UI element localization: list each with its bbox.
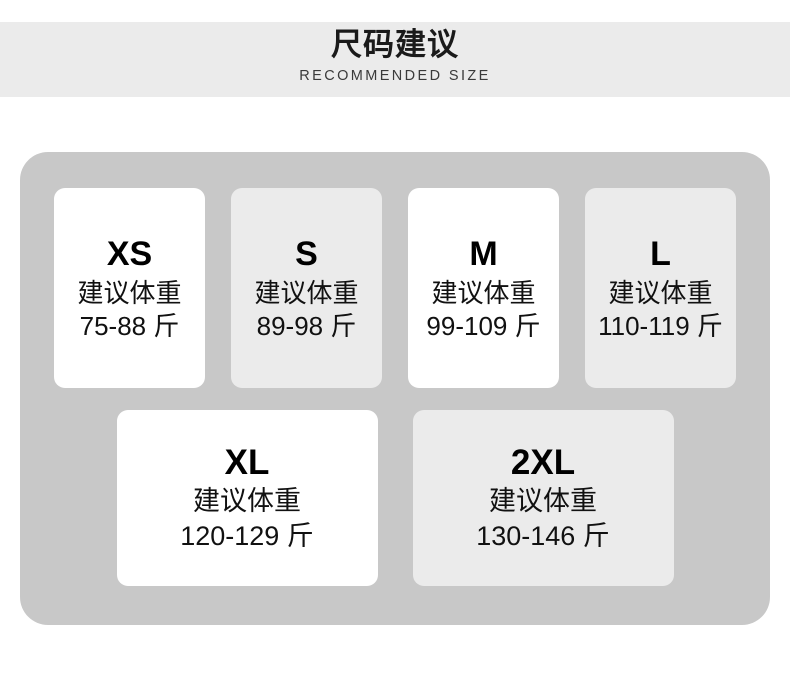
weight-range: 89-98 斤 [256, 310, 357, 341]
top-white-strip [0, 0, 790, 22]
size-label: L [650, 234, 671, 273]
size-label: XL [224, 442, 270, 482]
weight-range: 120-129 斤 [180, 520, 314, 551]
weight-caption: 建议体重 [77, 277, 182, 308]
size-label: 2XL [510, 442, 576, 482]
weight-range: 130-146 斤 [476, 520, 610, 551]
weight-range: 75-88 斤 [79, 310, 180, 341]
weight-caption: 建议体重 [193, 486, 301, 517]
page-subtitle: RECOMMENDED SIZE [299, 68, 491, 84]
header-band: 尺码建议 RECOMMENDED SIZE [0, 22, 790, 97]
weight-caption: 建议体重 [608, 277, 713, 308]
page-title: 尺码建议 [331, 27, 459, 62]
weight-range: 110-119 斤 [598, 310, 723, 341]
size-label: M [469, 234, 498, 273]
weight-caption: 建议体重 [489, 486, 597, 517]
size-label: XS [106, 234, 153, 273]
weight-caption: 建议体重 [431, 277, 536, 308]
weight-range: 99-109 斤 [426, 310, 541, 341]
size-label: S [295, 234, 318, 273]
weight-caption: 建议体重 [254, 277, 359, 308]
